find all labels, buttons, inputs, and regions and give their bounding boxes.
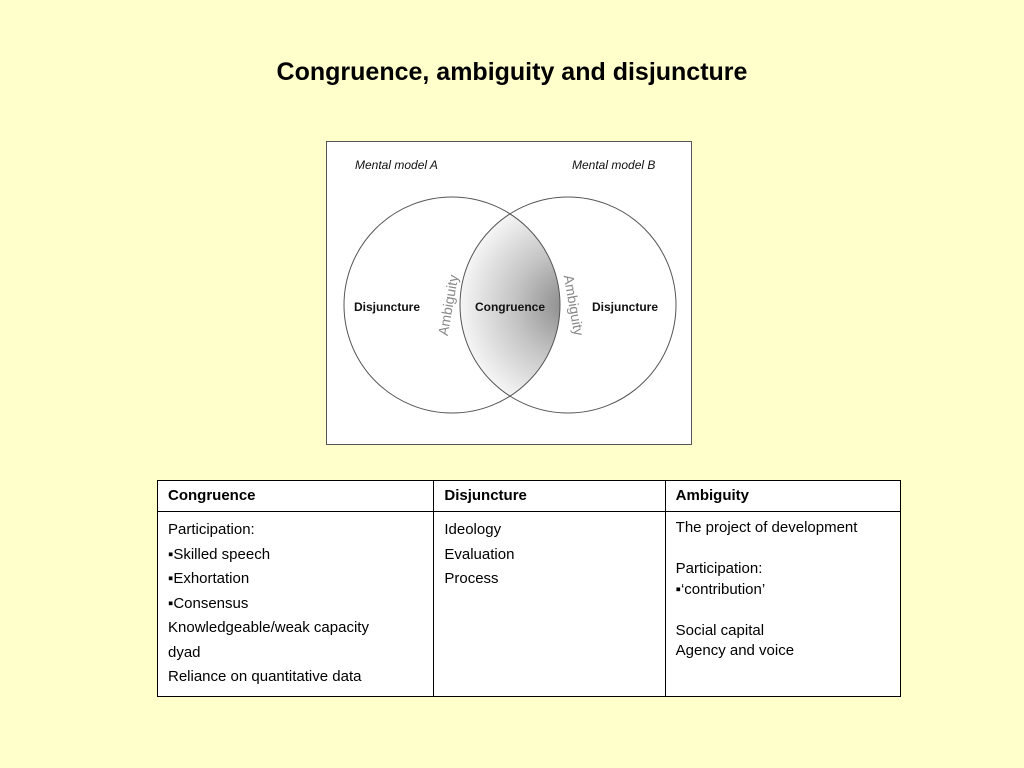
list-item: ▪Skilled speech — [168, 545, 271, 563]
venn-svg: Mental model A Mental model B Disjunctur… — [343, 158, 677, 414]
label-mental-model-b: Mental model B — [572, 158, 655, 172]
label-mental-model-a: Mental model A — [355, 158, 438, 172]
slide-title: Congruence, ambiguity and disjuncture — [276, 58, 748, 86]
label-disjuncture-right: Disjuncture — [592, 300, 658, 314]
list-item: Participation: — [168, 521, 255, 538]
table-row: Participation: ▪Skilled speech ▪Exhortat… — [156, 511, 902, 697]
list-item: The project of development — [675, 519, 858, 536]
list-item: Process — [444, 570, 499, 587]
list-item: ▪‘contribution’ — [675, 580, 766, 598]
list-item: Reliance on quantitative data — [168, 668, 362, 685]
header-congruence: Congruence — [156, 480, 435, 512]
cell-congruence-items: Participation: ▪Skilled speech ▪Exhortat… — [156, 511, 435, 697]
list-item: Social capital — [675, 621, 765, 639]
summary-table: Congruence Disjuncture Ambiguity Partici… — [156, 480, 902, 697]
list-item: Evaluation — [444, 545, 515, 563]
list-spacer — [676, 600, 890, 621]
list-item: dyad — [168, 643, 201, 661]
intersection-shading — [460, 197, 560, 413]
list-item: Ideology — [444, 521, 502, 538]
label-ambiguity-right: Ambiguity — [561, 273, 587, 336]
cell-disjuncture-items: Ideology Evaluation Process — [433, 511, 666, 697]
list-item: ▪Exhortation — [168, 570, 250, 587]
list-item: ▪Consensus — [168, 594, 249, 612]
label-disjuncture-left: Disjuncture — [354, 300, 420, 314]
header-ambiguity: Ambiguity — [664, 480, 902, 512]
circle-model-b — [459, 196, 677, 414]
circle-model-a — [343, 196, 561, 414]
list-item: Participation: — [675, 560, 763, 577]
header-disjuncture: Disjuncture — [433, 480, 666, 512]
list-item: Knowledgeable/weak capacity — [168, 619, 369, 636]
label-congruence: Congruence — [475, 300, 545, 314]
list-item: Agency and voice — [675, 642, 795, 659]
table-header-row: Congruence Disjuncture Ambiguity — [156, 480, 902, 512]
cell-ambiguity-items: The project of development Participation… — [664, 511, 902, 697]
venn-diagram: Mental model A Mental model B Disjunctur… — [326, 141, 692, 445]
list-spacer — [676, 539, 890, 560]
label-ambiguity-left: Ambiguity — [435, 273, 461, 336]
